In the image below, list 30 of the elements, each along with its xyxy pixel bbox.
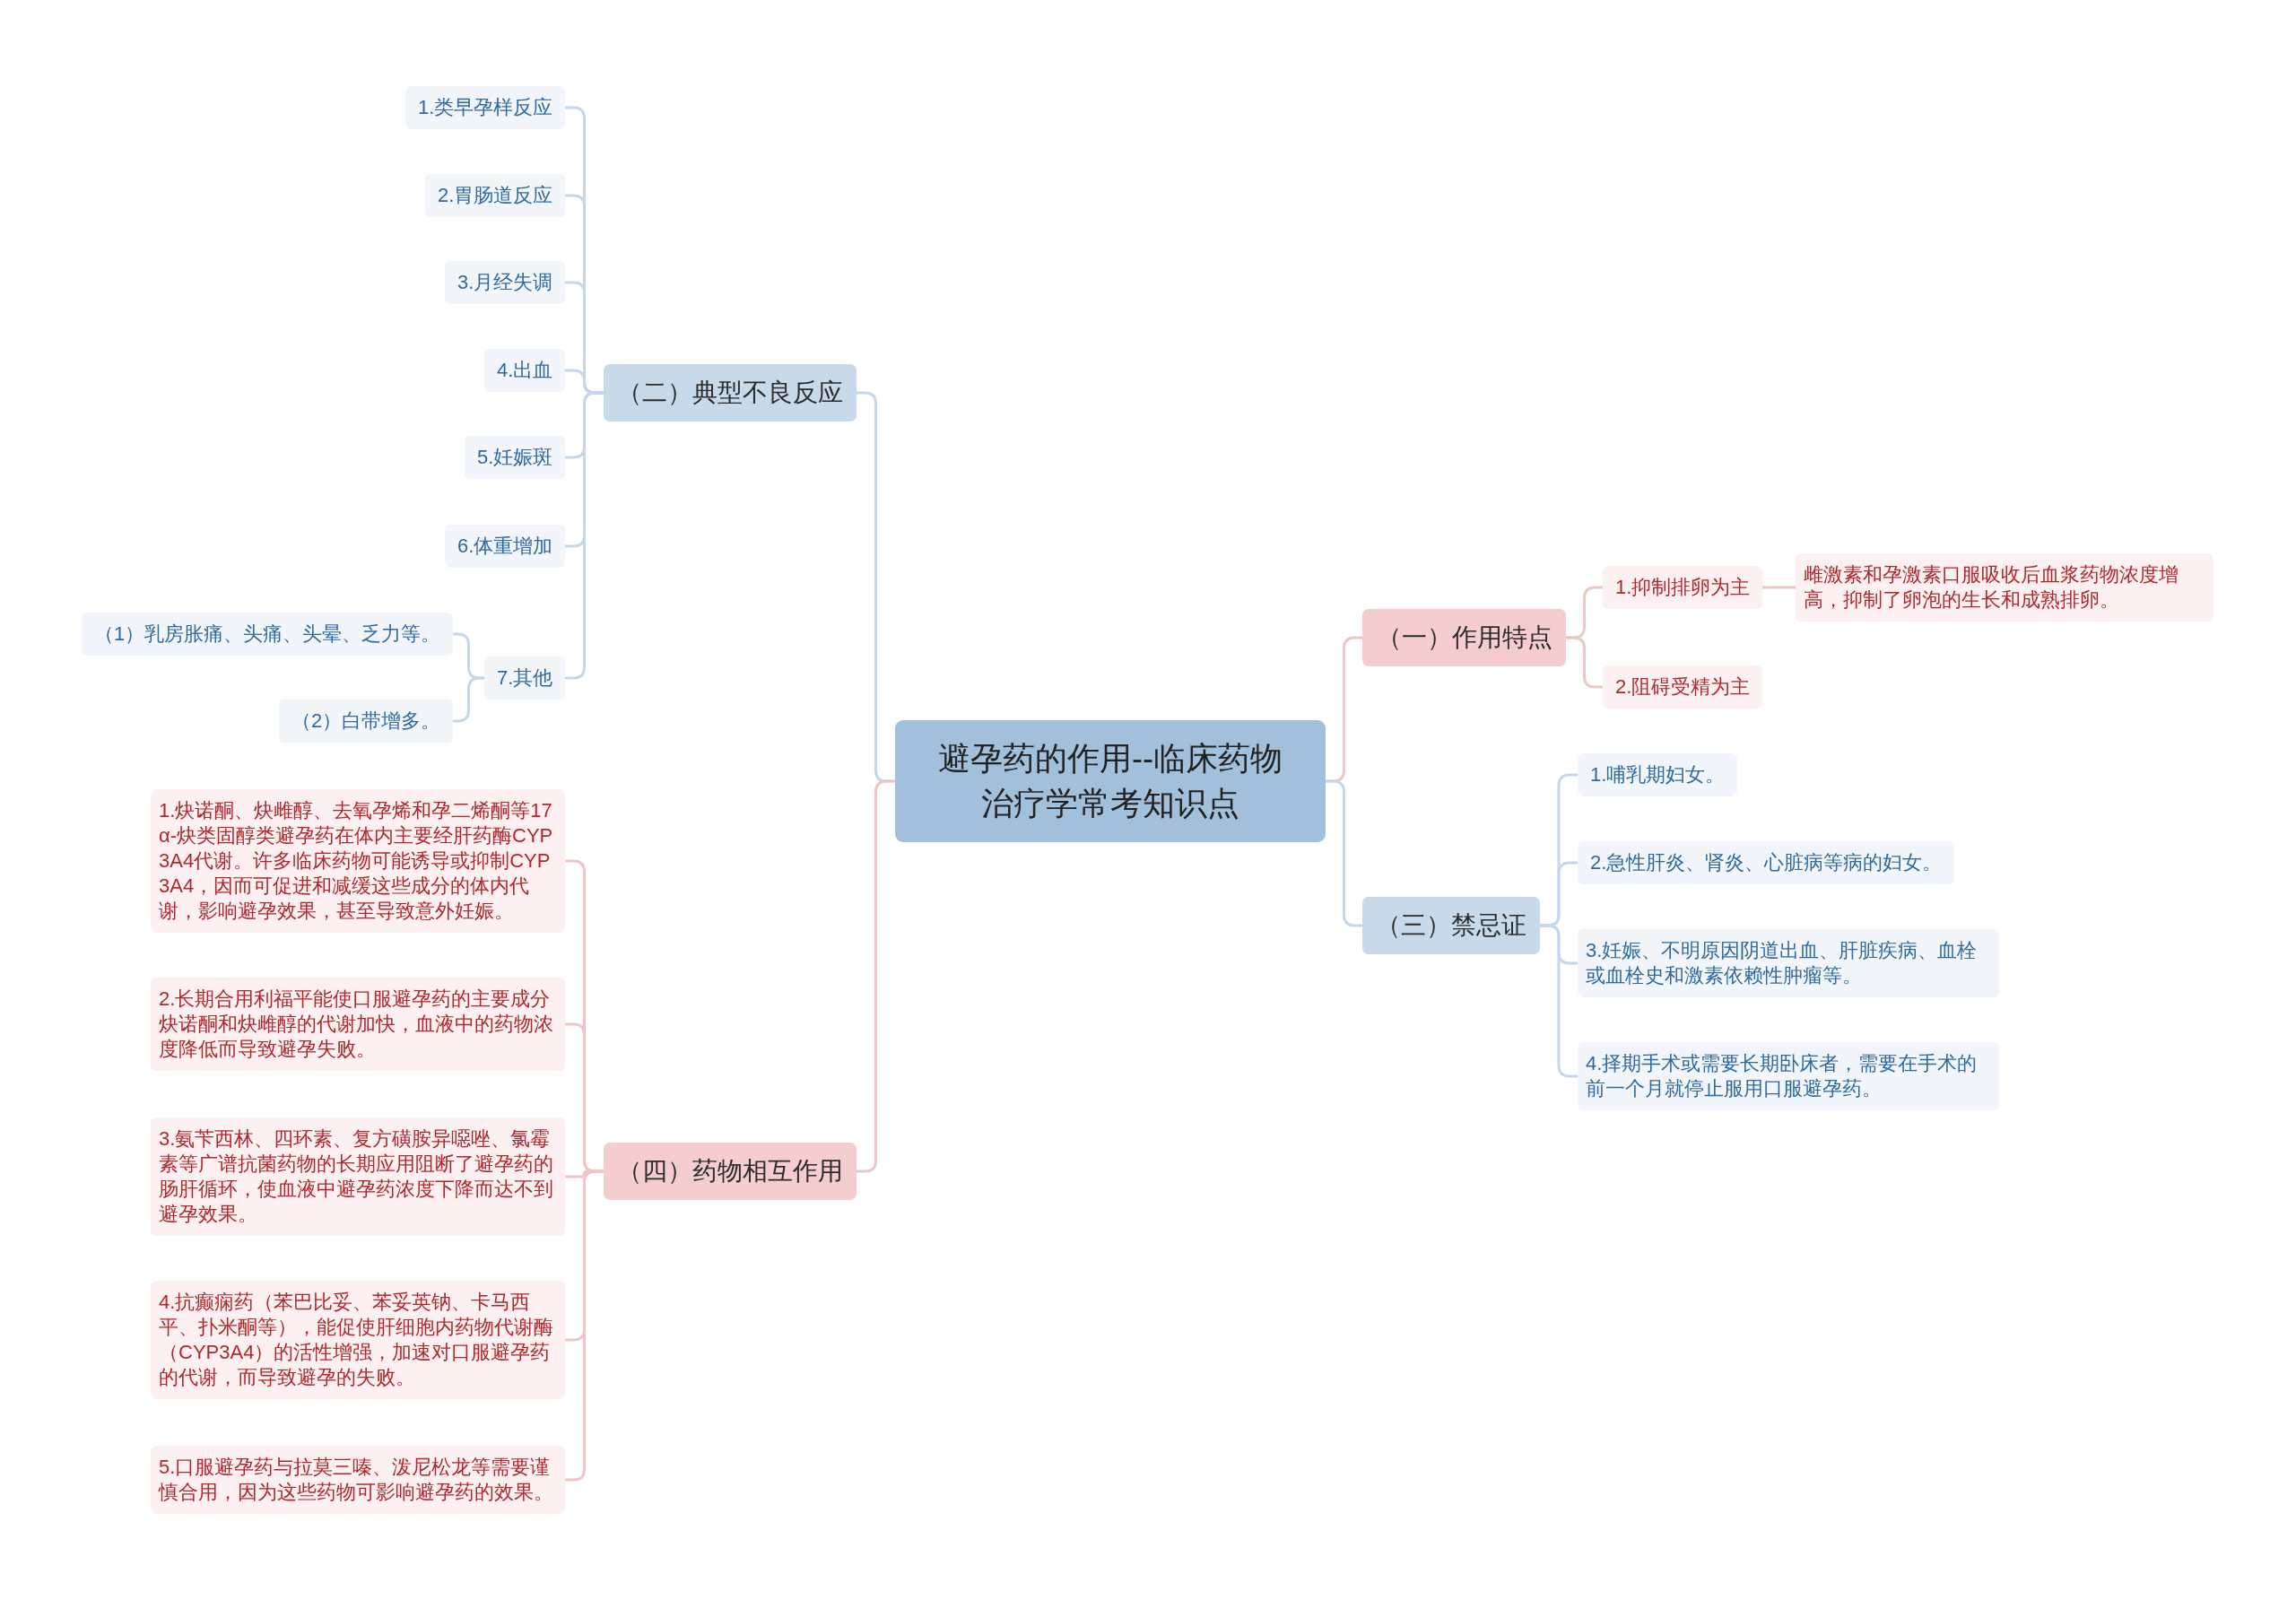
subtopic-node: 1.哺乳期妇女。 — [1578, 753, 1738, 796]
subtopic-node: 6.体重增加 — [445, 525, 566, 568]
central-topic: 避孕药的作用--临床药物治疗学常考知识点 — [895, 720, 1326, 842]
main-branch-topic: （一）作用特点 — [1362, 609, 1566, 666]
main-branch-topic: （四）药物相互作用 — [604, 1143, 857, 1200]
connector-line — [855, 779, 897, 1173]
subtopic-node: 3.妊娠、不明原因阴道出血、肝脏疾病、血栓或血栓史和激素依赖性肿瘤等。 — [1578, 929, 1999, 997]
subtopic-node: （1）乳房胀痛、头痛、头晕、乏力等。 — [82, 613, 454, 656]
subtopic-node: 2.急性肝炎、肾炎、心脏病等病的妇女。 — [1578, 841, 1955, 884]
connector-line — [1538, 924, 1579, 1078]
subtopic-node: 雌激素和孕激素口服吸收后血浆药物浓度增高，抑制了卵泡的生长和成熟排卵。 — [1796, 553, 2213, 622]
subtopic-node: 4.择期手术或需要长期卧床者，需要在手术的前一个月就停止服用口服避孕药。 — [1578, 1042, 1999, 1110]
subtopic-node: 2.长期合用利福平能使口服避孕药的主要成分炔诺酮和炔雌醇的代谢加快，血液中的药物浓度降低而导致避孕失败。 — [151, 978, 565, 1071]
subtopic-node: 3.氨苄西林、四环素、复方磺胺异噁唑、氯霉素等广谱抗菌药物的长期应用阻断了避孕药的肠肝循环，使血液中避孕药浓度下降而达不到避孕效果。 — [151, 1117, 565, 1236]
subtopic-node: 4.抗癫痫药（苯巴比妥、苯妥英钠、卡马西平、扑米酮等），能促使肝细胞内药物代谢酶（CYP3A4）的活性增强，加速对口服避孕药的代谢，而导致避孕的失败。 — [151, 1281, 565, 1399]
main-branch-topic: （二）典型不良反应 — [604, 364, 857, 422]
connector-line — [1564, 636, 1605, 689]
subtopic-node: 7.其他 — [484, 657, 566, 700]
subtopic-node: 5.妊娠斑 — [465, 436, 566, 479]
subtopic-node: 3.月经失调 — [445, 261, 566, 304]
connector-line — [1324, 779, 1364, 927]
subtopic-node: 1.抑制排卵为主 — [1603, 566, 1763, 609]
subtopic-node: （2）白带增多。 — [279, 700, 454, 743]
subtopic-node: 2.阻碍受精为主 — [1603, 665, 1763, 709]
subtopic-node: 4.出血 — [484, 349, 566, 392]
subtopic-node: 5.口服避孕药与拉莫三嗪、泼尼松龙等需要谨慎合用，因为这些药物可影响避孕药的效果。 — [151, 1446, 565, 1514]
subtopic-node: 2.胃肠道反应 — [425, 174, 566, 217]
subtopic-node: 1.炔诺酮、炔雌醇、去氧孕烯和孕二烯酮等17α-炔类固醇类避孕药在体内主要经肝药酶CYP3A4代谢。许多临床药物可能诱导或抑制CYP3A4，因而可促进和减缓这些成分的体内代谢，影响避孕效果，甚至导致意外妊娠。 — [151, 789, 565, 933]
main-branch-topic: （三）禁忌证 — [1362, 897, 1540, 954]
subtopic-node: 1.类早孕样反应 — [405, 86, 566, 129]
